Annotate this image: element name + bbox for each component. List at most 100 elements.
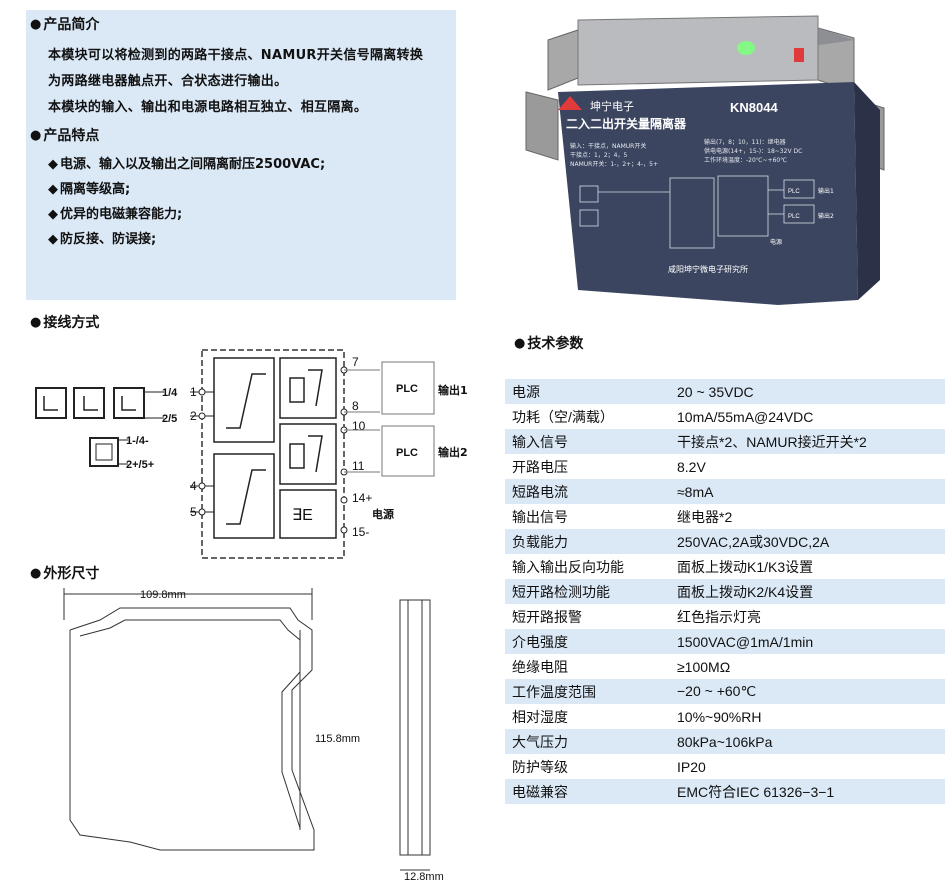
- bullet-dot-icon: ●: [30, 565, 42, 581]
- table-row: 输出信号 继电器*2: [505, 504, 945, 529]
- isolation-symbol: ∃E: [292, 507, 313, 524]
- spec-key: 防护等级: [512, 758, 568, 775]
- table-row: 输入输出反向功能 面板上拨动K1/K3设置: [505, 554, 945, 579]
- product-spec-right: 供电电源(14+，15-)：18~32V DC: [704, 147, 802, 155]
- terminal-label: 8: [352, 399, 359, 413]
- spec-key: 绝缘电阻: [512, 658, 568, 675]
- feature-item: ◆优异的电磁兼容能力;: [48, 207, 183, 222]
- spec-key: 相对湿度: [512, 708, 568, 725]
- feature-item: ◆隔离等级高;: [48, 182, 131, 197]
- spec-key: 输入输出反向功能: [512, 558, 624, 575]
- table-row: 功耗（空/满载） 10mA/55mA@24VDC: [505, 404, 945, 429]
- features-heading: ●产品特点: [30, 127, 100, 145]
- spec-value: 10mA/55mA@24VDC: [677, 408, 814, 425]
- spec-key: 输出信号: [512, 508, 568, 525]
- table-row: 防护等级 IP20: [505, 754, 945, 779]
- spec-key: 电源: [505, 379, 670, 404]
- bullet-dot-icon: ●: [30, 314, 42, 330]
- bullet-dot-icon: ●: [30, 16, 42, 32]
- feature-item: ◆防反接、防误接;: [48, 232, 157, 247]
- out2-label: 输出2: [438, 445, 468, 459]
- spec-key: 功耗（空/满载）: [512, 408, 614, 425]
- height-dimension: 115.8mm: [315, 733, 360, 745]
- diamond-bullet-icon: ◆: [48, 232, 58, 247]
- spec-value: 250VAC,2A或30VDC,2A: [670, 529, 945, 554]
- wiring-diagram: ∃E 1 2 4 5 7 8 10 11 14+ 15- PLC PL: [35, 349, 468, 559]
- spec-value: 面板上拨动K1/K3设置: [677, 558, 814, 575]
- spec-key: 工作温度范围: [505, 679, 670, 704]
- product-out2-label: 输出2: [818, 212, 834, 220]
- feature-item: ◆电源、输入以及输出之间隔离耐压2500VAC;: [48, 157, 326, 172]
- specs-heading: ●技术参数: [514, 335, 584, 353]
- spec-value: 20 ~ 35VDC: [670, 379, 945, 404]
- input-label: 1-/4-: [126, 435, 149, 447]
- terminal-label: 15-: [352, 525, 369, 539]
- dimensions-heading: ●外形尺寸: [30, 565, 100, 583]
- terminal-label: 11: [352, 459, 365, 473]
- spec-value: EMC符合IEC 61326−3−1: [670, 779, 945, 804]
- power-label: 电源: [372, 507, 394, 521]
- spec-value: 1500VAC@1mA/1min: [670, 629, 945, 654]
- spec-key: 大气压力: [505, 729, 670, 754]
- terminal-label: 7: [352, 355, 359, 369]
- spec-value: 10%~90%RH: [677, 708, 762, 725]
- spec-key: 短开路检测功能: [505, 579, 670, 604]
- table-row: 短路电流≈8mA: [505, 479, 945, 504]
- diamond-bullet-icon: ◆: [48, 157, 58, 172]
- spec-key: 短路电流: [505, 479, 670, 504]
- terminal-label: 14+: [352, 491, 372, 505]
- table-row: 相对湿度 10%~90%RH: [505, 704, 945, 729]
- spec-key: 短开路报警: [512, 608, 582, 625]
- spec-value: IP20: [677, 758, 706, 775]
- bullet-dot-icon: ●: [30, 127, 42, 143]
- spec-value: 继电器*2: [677, 508, 733, 525]
- intro-panel: [26, 10, 456, 300]
- diamond-bullet-icon: ◆: [48, 207, 58, 222]
- product-model: KN8044: [730, 100, 778, 115]
- status-led-red: [794, 48, 804, 62]
- product-out1-label: 输出1: [818, 187, 834, 195]
- table-row: 输入信号干接点*2、NAMUR接近开关*2: [505, 429, 945, 454]
- wiring-heading: ●接线方式: [30, 314, 100, 332]
- spec-key: 输入信号: [505, 429, 670, 454]
- spec-key: 电磁兼容: [505, 779, 670, 804]
- table-row: 短开路报警 红色指示灯亮: [505, 604, 945, 629]
- out1-label: 输出1: [438, 383, 468, 397]
- terminal-label: 5: [190, 505, 197, 519]
- product-spec-right: 输出(7，8；10，11)：继电器: [704, 138, 786, 146]
- product-photo: 坤宁电子 KN8044 二入二出开关量隔离器 输入：干接点，NAMUR开关 干接…: [525, 15, 885, 305]
- product-title: 二入二出开关量隔离器: [566, 116, 687, 131]
- spec-key: 介电强度: [505, 629, 670, 654]
- table-row: 短开路检测功能面板上拨动K2/K4设置: [505, 579, 945, 604]
- product-spec-right: 工作环境温度：-20℃~+60℃: [704, 156, 787, 164]
- spec-key: 负载能力: [505, 529, 670, 554]
- plc-label: PLC: [396, 383, 418, 395]
- spec-value: 面板上拨动K2/K4设置: [670, 579, 945, 604]
- spec-value: 红色指示灯亮: [677, 608, 761, 625]
- terminal-label: 2: [190, 409, 197, 423]
- plc-label: PLC: [396, 447, 418, 459]
- spec-value: ≥100MΩ: [677, 658, 731, 675]
- input-label: 2+/5+: [126, 459, 154, 471]
- spec-value: −20 ~ +60℃: [670, 679, 945, 704]
- product-plc-label: PLC: [788, 214, 800, 220]
- product-plc-label: PLC: [788, 189, 800, 195]
- intro-line-3: 本模块的输入、输出和电源电路相互独立、相互隔离。: [48, 100, 368, 115]
- width-dimension: 109.8mm: [140, 589, 186, 601]
- terminal-label: 4: [190, 479, 197, 493]
- input-label: 1/4: [162, 387, 178, 399]
- product-brand: 坤宁电子: [590, 99, 634, 113]
- product-power-label: 电源: [770, 238, 782, 246]
- product-spec-left: 输入：干接点，NAMUR开关: [570, 142, 646, 150]
- dimension-drawing: 109.8mm 115.8mm 12.8mm: [63, 588, 444, 883]
- product-spec-left: NAMUR开关：1-，2+；4-，5+: [570, 160, 658, 168]
- table-row: 工作温度范围−20 ~ +60℃: [505, 679, 945, 704]
- spec-value: ≈8mA: [670, 479, 945, 504]
